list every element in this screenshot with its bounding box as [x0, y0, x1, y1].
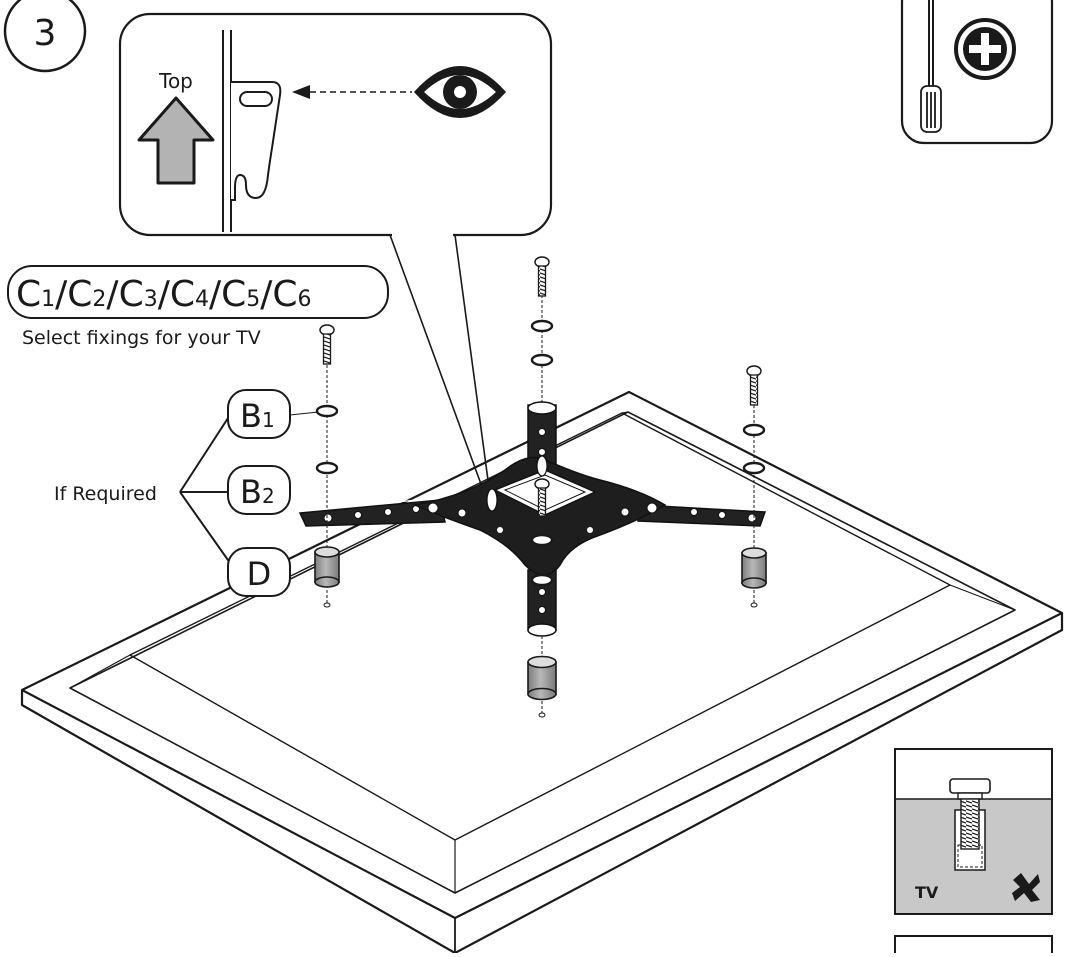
fixings-label: C1/C2/C3/C4/C5/C6 Select fixings for you…	[7, 265, 389, 349]
if-required-label: If Required	[54, 483, 157, 505]
spacer-d-right	[741, 547, 767, 608]
screw-right	[746, 365, 762, 406]
fixing-stack-top	[530, 256, 554, 405]
part-labels: B1 B2 D If Required	[54, 389, 319, 597]
tool-badge	[900, 0, 1054, 145]
spacer-d-bottom	[527, 636, 557, 718]
eye-icon	[414, 66, 506, 118]
screw-centre	[530, 478, 554, 587]
fixings-caption: Select fixings for your TV	[22, 327, 261, 349]
detail-inset-partial	[894, 935, 1053, 957]
phillips-plus-icon	[954, 18, 1016, 80]
svg-text:B1: B1	[240, 397, 275, 435]
callout-pointer	[389, 234, 491, 496]
fixing-stack-left	[314, 324, 340, 608]
bracket-arm-right	[637, 504, 767, 527]
up-arrow-icon	[137, 96, 215, 185]
bracket-hook	[231, 81, 282, 201]
bracket-arm-top	[527, 401, 557, 471]
step-number: 3	[34, 13, 57, 54]
hook-check-callout: Top	[118, 12, 553, 237]
detail-inset-tv: TV	[894, 748, 1053, 915]
washer-b1-left	[315, 404, 339, 418]
svg-text:D: D	[247, 555, 272, 593]
detail-tv-label: TV	[915, 883, 939, 902]
cross-mark-icon	[1012, 873, 1040, 902]
washer-b2-top	[530, 353, 554, 367]
washer-b2-left	[315, 461, 339, 475]
label-b1: B1	[227, 389, 291, 439]
washer-b1-top	[530, 319, 554, 333]
label-b2: B2	[227, 465, 291, 515]
fixings-codes: C1/C2/C3/C4/C5/C6	[16, 274, 312, 315]
top-label: Top	[158, 69, 193, 93]
washer-b1-right	[742, 423, 766, 437]
svg-text:B2: B2	[240, 473, 275, 511]
bracket-arm-left	[298, 497, 446, 527]
label-d: D	[227, 547, 291, 597]
step-number-badge: 3	[3, 0, 87, 73]
washer-b2-right	[742, 461, 766, 475]
spacer-d-left	[314, 546, 340, 608]
screw-left	[319, 324, 335, 365]
screwdriver-icon	[920, 0, 942, 133]
fixing-stack-right	[741, 365, 767, 608]
screw-top	[534, 256, 550, 297]
